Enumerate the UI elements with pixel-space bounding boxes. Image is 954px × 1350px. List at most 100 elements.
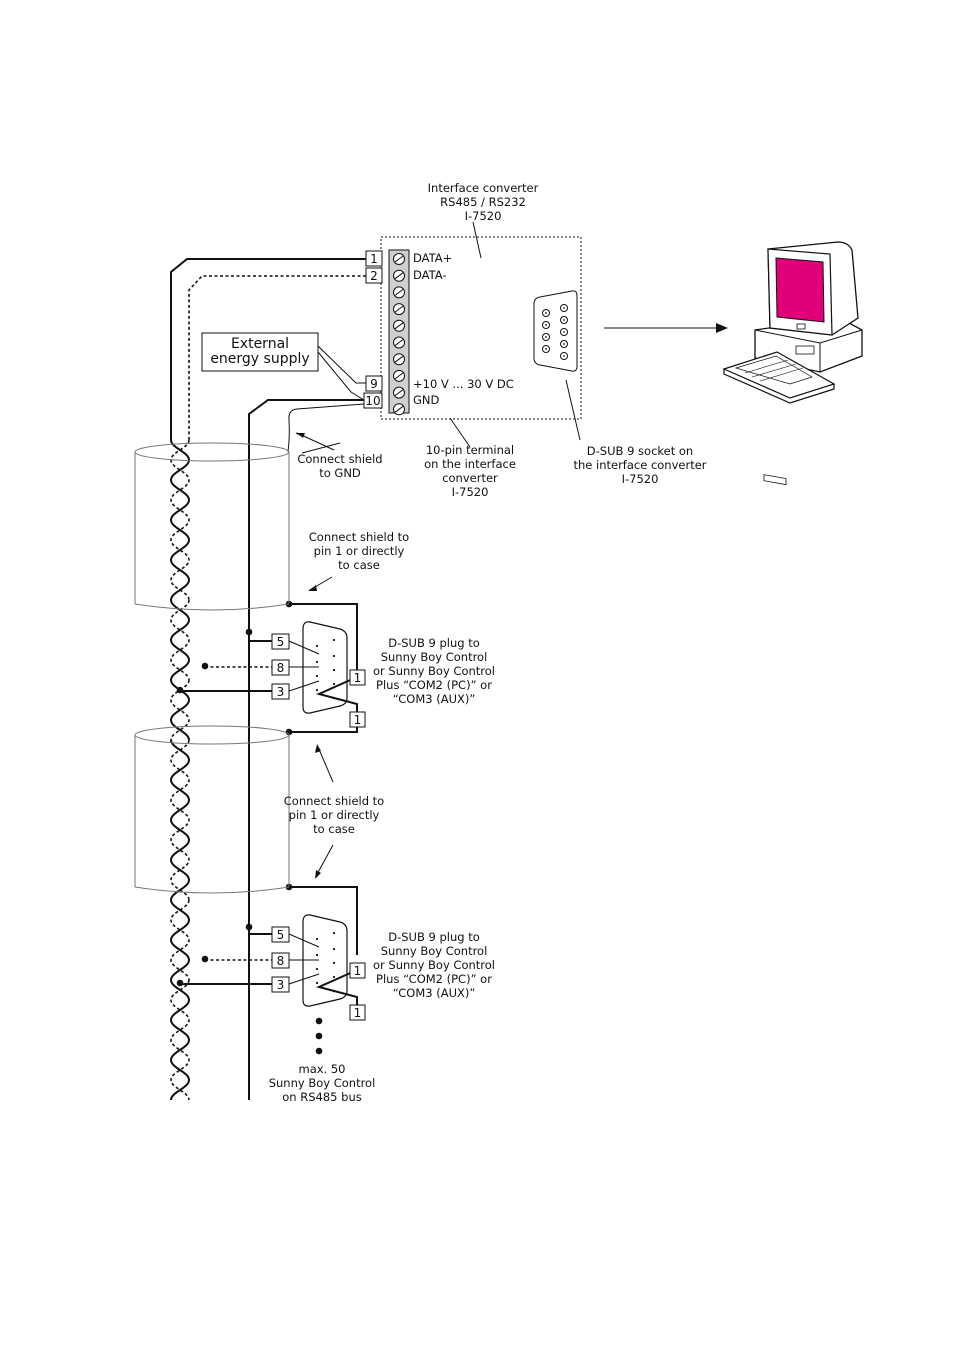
svg-text:1: 1 bbox=[354, 1006, 362, 1020]
pin-box-10-gnd: 10 bbox=[363, 392, 383, 409]
terminal-screws bbox=[393, 253, 405, 416]
terminal-strip bbox=[388, 249, 410, 416]
svg-text:2: 2 bbox=[370, 269, 378, 283]
data-plus-wire bbox=[169, 439, 191, 601]
continuation-dots bbox=[315, 1017, 323, 1055]
label-gnd: GND bbox=[413, 393, 440, 407]
svg-text:or Sunny Boy Control: or Sunny Boy Control bbox=[373, 664, 495, 678]
svg-text:“COM3 (AUX)”: “COM3 (AUX)” bbox=[393, 986, 476, 1000]
data-minus-wire bbox=[170, 739, 190, 901]
svg-text:3: 3 bbox=[277, 978, 285, 992]
junction-dot bbox=[245, 923, 253, 931]
svg-text:pin 1 or directly: pin 1 or directly bbox=[314, 544, 405, 558]
note-shield-to-gnd: Connect shield to GND bbox=[295, 432, 383, 480]
svg-text:8: 8 bbox=[277, 661, 285, 675]
data-plus-wire bbox=[169, 739, 191, 901]
pin-box-9-supply: 9 bbox=[365, 375, 383, 392]
data-minus-wire bbox=[170, 439, 190, 601]
label-data-plus: DATA+ bbox=[413, 251, 452, 265]
svg-text:1: 1 bbox=[354, 964, 362, 978]
shield-wire-lower bbox=[289, 886, 358, 955]
svg-text:8: 8 bbox=[277, 954, 285, 968]
plug-pin-5: 5 bbox=[271, 926, 290, 943]
svg-text:Connect shield to: Connect shield to bbox=[284, 794, 384, 808]
pc-icon bbox=[722, 241, 863, 486]
svg-text:pin 1 or directly: pin 1 or directly bbox=[289, 808, 380, 822]
svg-text:to case: to case bbox=[338, 558, 380, 572]
svg-text:Sunny Boy Control: Sunny Boy Control bbox=[381, 944, 488, 958]
svg-text:Sunny Boy Control: Sunny Boy Control bbox=[269, 1076, 376, 1090]
junction-dot bbox=[201, 662, 209, 670]
plug-body bbox=[302, 621, 348, 714]
label-data-minus: DATA- bbox=[413, 268, 447, 282]
svg-text:Plus “COM2 (PC)” or: Plus “COM2 (PC)” or bbox=[376, 972, 492, 986]
terminal-note: 10-pin terminal on the interface convert… bbox=[424, 417, 516, 499]
data-plus-wire bbox=[169, 979, 191, 1101]
svg-text:to GND: to GND bbox=[319, 466, 361, 480]
plug-pin-3: 3 bbox=[271, 683, 290, 700]
svg-text:or Sunny Boy Control: or Sunny Boy Control bbox=[373, 958, 495, 972]
note-shield-to-pin1-lower: Connect shield to pin 1 or directly to c… bbox=[284, 744, 384, 879]
pin-box-1-data-plus: 1 bbox=[365, 250, 383, 267]
note-shield-to-pin1-upper: Connect shield to pin 1 or directly to c… bbox=[308, 530, 409, 591]
svg-text:1: 1 bbox=[354, 713, 362, 727]
svg-text:5: 5 bbox=[277, 928, 285, 942]
label-supply-voltage: +10 V ... 30 V DC bbox=[413, 377, 514, 391]
plug-pin-5: 5 bbox=[271, 633, 290, 650]
plug-label-1: D-SUB 9 plug to Sunny Boy Control or Sun… bbox=[373, 636, 495, 706]
socket-note: D-SUB 9 socket on the interface converte… bbox=[565, 379, 707, 486]
supply-wire-minus bbox=[317, 351, 365, 401]
data-minus-wire bbox=[170, 899, 190, 981]
svg-text:1: 1 bbox=[370, 252, 378, 266]
plug-label-2: D-SUB 9 plug to Sunny Boy Control or Sun… bbox=[373, 930, 495, 1000]
interface-converter: Interface converter RS485 / RS232 I-7520 bbox=[380, 181, 582, 420]
cable-shield-upper bbox=[134, 442, 290, 611]
svg-text:max. 50: max. 50 bbox=[299, 1062, 346, 1076]
plug-body bbox=[302, 914, 348, 1007]
svg-text:I-7520: I-7520 bbox=[465, 209, 502, 223]
data-minus-wire bbox=[170, 979, 190, 1101]
svg-text:on RS485 bus: on RS485 bus bbox=[282, 1090, 361, 1104]
svg-text:10-pin terminal: 10-pin terminal bbox=[426, 443, 514, 457]
arrow-to-pc bbox=[604, 323, 728, 333]
svg-text:Interface converter: Interface converter bbox=[428, 181, 539, 195]
junction-dot bbox=[245, 628, 253, 636]
max-devices-note: max. 50 Sunny Boy Control on RS485 bus bbox=[269, 1062, 376, 1104]
svg-text:10: 10 bbox=[365, 394, 380, 408]
cable-shield-lower bbox=[134, 725, 290, 894]
dsub9-socket bbox=[533, 290, 578, 372]
data-plus-wire bbox=[169, 899, 191, 981]
svg-text:I-7520: I-7520 bbox=[622, 472, 659, 486]
shield-wire-middle bbox=[289, 712, 358, 733]
svg-text:Sunny Boy Control: Sunny Boy Control bbox=[381, 650, 488, 664]
plug-pin-1-lower: 1 bbox=[349, 711, 366, 728]
svg-text:on the interface: on the interface bbox=[424, 457, 516, 471]
svg-text:D-SUB 9 plug to: D-SUB 9 plug to bbox=[388, 930, 480, 944]
plug-pin-1-upper: 1 bbox=[349, 669, 366, 686]
svg-text:3: 3 bbox=[277, 685, 285, 699]
plug-pin-8: 8 bbox=[271, 952, 290, 969]
svg-text:1: 1 bbox=[354, 671, 362, 685]
svg-text:Plus “COM2 (PC)” or: Plus “COM2 (PC)” or bbox=[376, 678, 492, 692]
svg-text:converter: converter bbox=[442, 471, 498, 485]
external-energy-supply-box: External energy supply bbox=[201, 332, 319, 372]
svg-text:Connect shield: Connect shield bbox=[297, 452, 382, 466]
plug-pin-3: 3 bbox=[271, 976, 290, 993]
dsub9-plug-1: 5 8 3 1 1 bbox=[180, 621, 366, 728]
svg-text:energy supply: energy supply bbox=[210, 351, 309, 367]
plug-pin-1-lower: 1 bbox=[349, 1004, 366, 1021]
svg-text:“COM3 (AUX)”: “COM3 (AUX)” bbox=[393, 692, 476, 706]
svg-text:D-SUB 9 plug to: D-SUB 9 plug to bbox=[388, 636, 480, 650]
svg-text:Connect shield to: Connect shield to bbox=[309, 530, 409, 544]
data-minus-wire bbox=[170, 599, 190, 681]
shield-wire-upper bbox=[289, 603, 358, 670]
pin-box-2-data-minus: 2 bbox=[365, 267, 383, 284]
svg-text:I-7520: I-7520 bbox=[452, 485, 489, 499]
svg-text:External: External bbox=[231, 336, 289, 352]
svg-text:the interface converter: the interface converter bbox=[573, 458, 706, 472]
svg-text:to case: to case bbox=[313, 822, 355, 836]
dsub9-plug-2: 5 8 3 1 1 bbox=[180, 914, 366, 1021]
junction-dot bbox=[201, 955, 209, 963]
svg-text:5: 5 bbox=[277, 635, 285, 649]
